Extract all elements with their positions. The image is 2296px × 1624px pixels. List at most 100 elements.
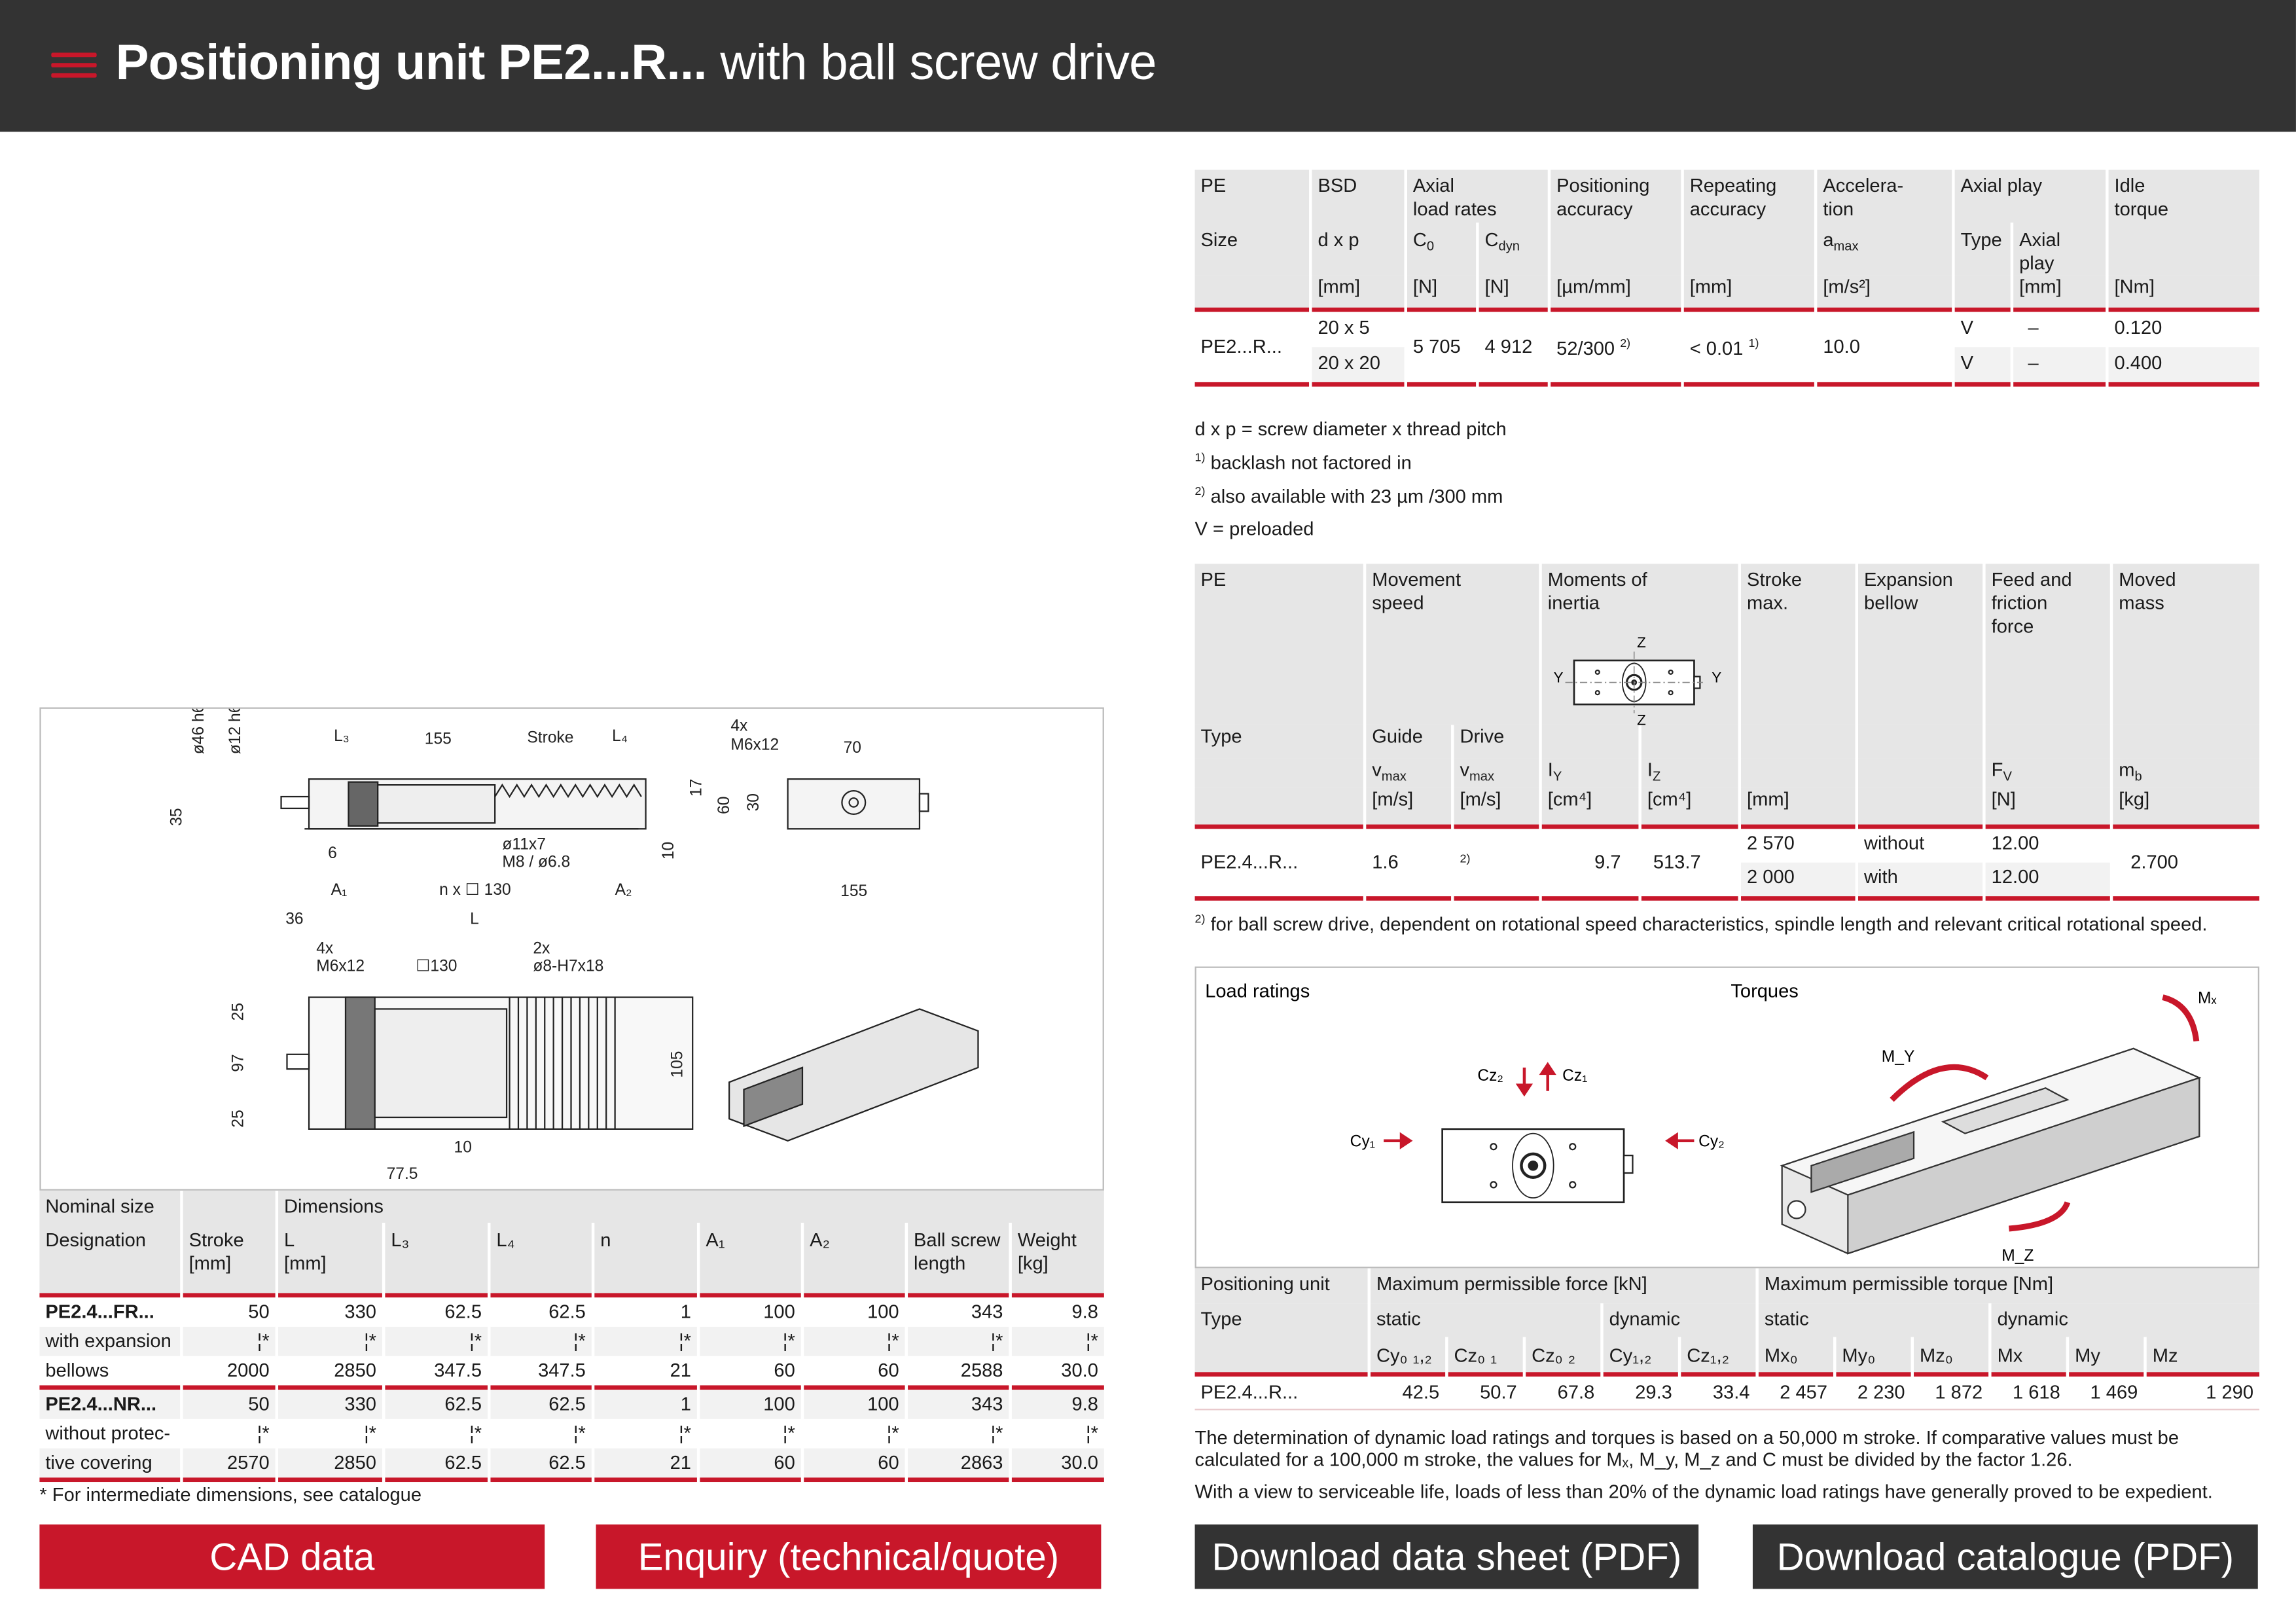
column-header: Stroke[mm] <box>183 1223 276 1293</box>
svg-text:Cy₂: Cy₂ <box>1698 1133 1725 1151</box>
table-cell: 62.5 <box>385 1448 488 1478</box>
table-cell: 1 872 <box>1935 1380 1983 1403</box>
table-cell: with expansion <box>39 1326 181 1356</box>
svg-text:4x: 4x <box>730 717 748 734</box>
svg-text:25: 25 <box>229 1003 247 1020</box>
cad-data-button[interactable]: CAD data <box>39 1524 545 1589</box>
table-cell: 2863 <box>908 1448 1009 1478</box>
svg-text:A₁: A₁ <box>331 881 348 899</box>
table-cell: 343 <box>908 1390 1009 1419</box>
download-catalogue-button[interactable]: Download catalogue (PDF) <box>1752 1524 2258 1589</box>
motion-footnote: 2) for ball screw drive, dependent on ro… <box>1194 912 2208 935</box>
table-cell: ¦* <box>469 1422 482 1444</box>
table-row: PE2.4...R... 1.6 2) 9.7 513.7 2 570 with… <box>1200 831 2179 873</box>
table-cell: 21 <box>594 1448 697 1478</box>
table-row: 20 x 20 V – 0.400 <box>1195 347 2259 382</box>
table-cell: ¦* <box>990 1422 1003 1444</box>
table-cell: 33.4 <box>1712 1380 1750 1403</box>
svg-text:L₄: L₄ <box>612 727 628 745</box>
svg-text:105: 105 <box>669 1051 687 1078</box>
column-header: Mx₀ <box>1758 1337 1834 1373</box>
svg-text:M6x12: M6x12 <box>730 736 779 753</box>
svg-text:Cy₁: Cy₁ <box>1350 1133 1375 1151</box>
table-cell: 42.5 <box>1402 1380 1440 1403</box>
column-header: L[mm] <box>278 1223 382 1293</box>
table-cell: 330 <box>278 1390 382 1419</box>
svg-text:Stroke: Stroke <box>527 729 573 746</box>
svg-text:L₃: L₃ <box>334 727 350 745</box>
table-cell: bellows <box>45 1359 109 1381</box>
table-cell: ¦* <box>782 1422 795 1444</box>
column-header: L₄ <box>490 1223 592 1293</box>
table-cell: 100 <box>867 1300 899 1323</box>
svg-text:10: 10 <box>660 842 677 859</box>
svg-text:25: 25 <box>229 1110 247 1127</box>
table-cell: 100 <box>763 1300 795 1323</box>
column-header: Mx <box>1991 1337 2066 1373</box>
svg-text:30: 30 <box>745 793 762 811</box>
table-cell: ¦* <box>257 1422 270 1444</box>
table-cell: ¦* <box>804 1326 905 1356</box>
table-cell: ¦* <box>594 1326 697 1356</box>
table-cell: 2588 <box>960 1359 1003 1381</box>
table-cell: ¦* <box>183 1326 276 1356</box>
svg-text:☐130: ☐130 <box>416 957 457 975</box>
table-cell: ¦* <box>278 1326 382 1356</box>
table-cell: ¦* <box>908 1326 1009 1356</box>
table-cell: ¦* <box>364 1422 376 1444</box>
table-cell: PE2.4...NR... <box>39 1390 181 1419</box>
table-cell: 60 <box>774 1359 795 1381</box>
svg-text:97: 97 <box>229 1054 247 1072</box>
column-header: Mz₀ <box>1914 1337 1989 1373</box>
motion-table: PE Movement speed Moments of inertia Z Z… <box>1192 564 2262 901</box>
table-cell: PE2.4...FR... <box>45 1300 154 1323</box>
table-cell: 1 290 <box>2206 1380 2254 1403</box>
column-header: L₃ <box>385 1223 488 1293</box>
spec-notes: d x p = screw diameter x thread pitch 1)… <box>1194 418 1507 541</box>
bottom-view-drawing <box>286 996 979 1142</box>
svg-text:n x ☐ 130: n x ☐ 130 <box>439 881 511 899</box>
svg-text:36: 36 <box>285 911 303 928</box>
table-cell: ¦* <box>700 1326 801 1356</box>
table-cell: ¦* <box>490 1326 592 1356</box>
table-cell: ¦* <box>886 1422 899 1444</box>
table-row: PE2...R... 20 x 5 5 705 4 912 52/300 2) … <box>1200 316 2162 360</box>
svg-text:Z: Z <box>1637 712 1646 728</box>
svg-text:M_Y: M_Y <box>1882 1048 1915 1066</box>
column-header: My₀ <box>1836 1337 1911 1373</box>
table-cell: 2000 <box>226 1359 270 1381</box>
svg-text:10: 10 <box>454 1139 472 1157</box>
svg-text:70: 70 <box>844 739 861 757</box>
table-cell: 60 <box>700 1448 801 1478</box>
svg-text:Mₓ: Mₓ <box>2198 989 2217 1007</box>
table-cell: 1 469 <box>2090 1380 2138 1403</box>
svg-text:2x: 2x <box>533 939 550 957</box>
menu-icon[interactable] <box>51 52 97 79</box>
table-cell: 330 <box>344 1300 376 1323</box>
table-cell: 62.5 <box>548 1300 586 1323</box>
table-cell: 62.5 <box>490 1448 592 1478</box>
inertia-axes-diagram: Z Z Y Y <box>1554 634 1722 729</box>
svg-text:Z: Z <box>1637 634 1646 651</box>
svg-text:60: 60 <box>715 797 733 814</box>
table-cell: 2850 <box>278 1448 382 1478</box>
svg-text:Y: Y <box>1712 670 1721 686</box>
table-cell: ¦* <box>573 1422 586 1444</box>
download-data-sheet-button[interactable]: Download data sheet (PDF) <box>1194 1524 1699 1589</box>
enquiry-button[interactable]: Enquiry (technical/quote) <box>596 1524 1102 1589</box>
svg-text:35: 35 <box>168 808 185 825</box>
table-cell: 29.3 <box>1635 1380 1672 1403</box>
load-ratings-panel: Load ratings Torques Cz₂ Cz₁ Cy₁ Cy₂ Mₓ … <box>1194 966 2259 1269</box>
column-header: Designation <box>39 1223 181 1293</box>
column-header: A₂ <box>804 1223 905 1293</box>
table-cell: 62.5 <box>490 1390 592 1419</box>
table-cell: ¦* <box>1086 1422 1098 1444</box>
svg-text:Cz₁: Cz₁ <box>1562 1067 1587 1085</box>
table-cell: 50 <box>248 1300 270 1323</box>
